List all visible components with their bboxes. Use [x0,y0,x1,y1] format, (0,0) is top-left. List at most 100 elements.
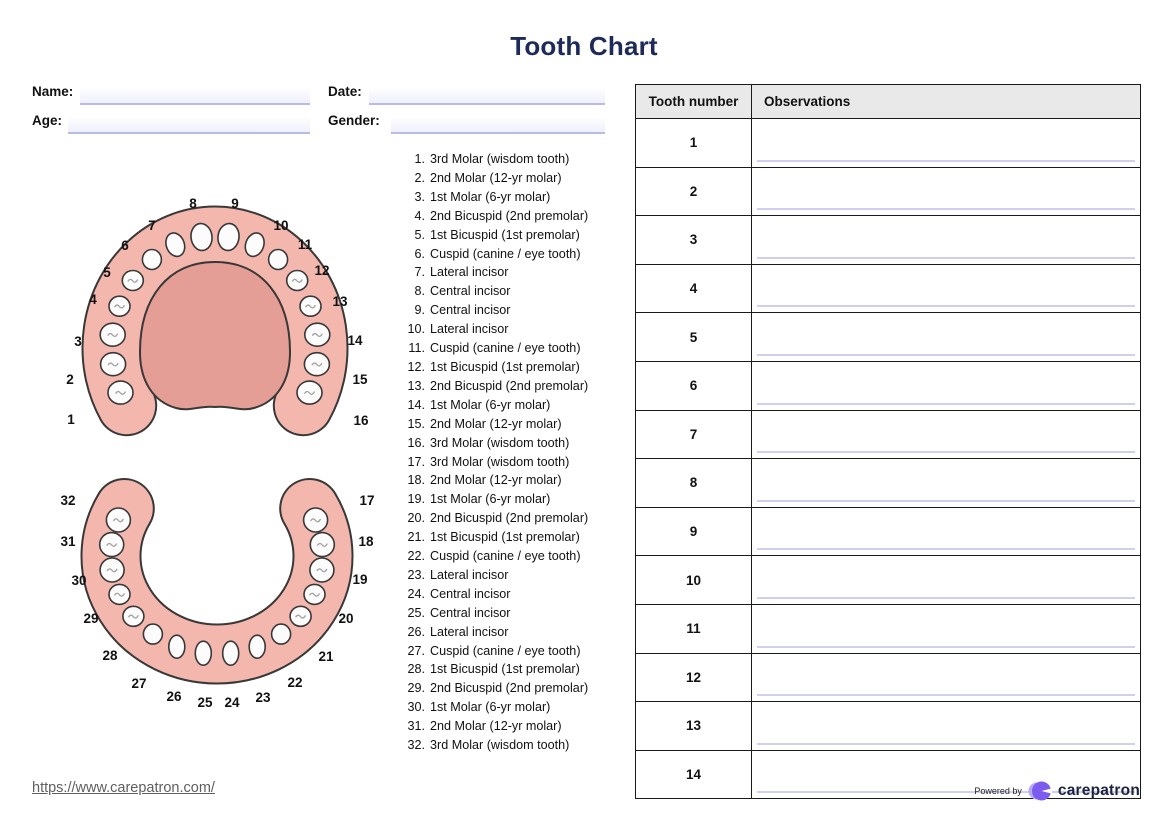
name-input-line[interactable] [80,84,310,105]
list-item: 22.Cuspid (canine / eye tooth) [393,547,625,566]
list-item: 9.Central incisor [393,301,625,320]
observation-cell[interactable] [751,701,1141,751]
observation-cell[interactable] [751,360,1141,411]
tooth-number-cell: 2 [635,166,752,217]
tooth-number-cell: 14 [635,749,752,800]
list-item-number: 2. [414,170,425,185]
list-item: 7.Lateral incisor [393,263,625,282]
tooth-label-11: 11 [298,237,313,252]
list-item-number: 24. [407,586,425,601]
gender-input-line[interactable] [391,113,605,134]
list-item-label: 2nd Bicuspid (2nd premolar) [430,378,589,393]
tooth-label-23: 23 [255,690,271,705]
list-item-label: 2nd Molar (12-yr molar) [430,719,562,734]
list-item-label: 2nd Bicuspid (2nd premolar) [430,208,589,223]
list-item-number: 14. [407,397,425,412]
carepatron-link[interactable]: https://www.carepatron.com/ [32,780,215,796]
list-item-number: 5. [414,227,425,242]
list-item-label: 1st Molar (6-yr molar) [430,700,551,715]
tooth-label-7: 7 [148,218,156,233]
palate [138,260,292,411]
observation-cell[interactable] [751,312,1141,362]
date-input-line[interactable] [369,84,605,105]
observation-cell[interactable] [751,652,1141,703]
observation-cell[interactable] [751,118,1141,168]
list-item-label: 3rd Molar (wisdom tooth) [430,454,570,469]
observation-cell[interactable] [751,555,1141,605]
list-item: 27.Cuspid (canine / eye tooth) [393,642,625,661]
tooth-number-cell: 12 [635,652,752,703]
list-item: 2. 2nd Molar (12-yr molar) [393,169,625,188]
tooth-label-21: 21 [318,649,334,664]
list-item-label: Cuspid (canine / eye tooth) [430,643,581,658]
list-item: 12.1st Bicuspid (1st premolar) [393,358,625,377]
tooth-27 [142,623,164,645]
list-item: 24.Central incisor [393,585,625,604]
list-item: 19.1st Molar (6-yr molar) [393,490,625,509]
list-item-label: Central incisor [430,303,511,318]
table-row: 4 [635,263,1141,314]
table-row: 13 [635,701,1141,751]
list-item: 15.2nd Molar (12-yr molar) [393,415,625,434]
list-item: 16.3rd Molar (wisdom tooth) [393,434,625,453]
age-input-line[interactable] [68,113,310,134]
table-header-row: Tooth number Observations [635,84,1141,119]
observation-cell[interactable] [751,603,1141,654]
list-item: 28.1st Bicuspid (1st premolar) [393,660,625,679]
tooth-label-13: 13 [332,294,348,309]
tooth-number-cell: 9 [635,506,752,557]
table-row: 1 [635,118,1141,168]
tooth-22 [270,623,292,645]
powered-by-label: Powered by [974,786,1022,796]
observation-cell[interactable] [751,215,1141,265]
tooth-label-9: 9 [231,196,239,211]
list-item-label: Cuspid (canine / eye tooth) [430,246,581,261]
list-item: 20.2nd Bicuspid (2nd premolar) [393,509,625,528]
name-label: Name: [32,84,74,99]
list-item: 21.1st Bicuspid (1st premolar) [393,528,625,547]
list-item-label: 1st Molar (6-yr molar) [430,397,551,412]
list-item-number: 20. [407,511,425,526]
tooth-diagram: 1 2 3 4 5 6 7 8 9 10 11 12 13 14 15 16 1… [60,196,374,710]
list-item: 14. 1st Molar (6-yr molar) [393,396,625,415]
list-item-label: Lateral incisor [430,567,509,582]
tooth-label-14: 14 [347,333,363,348]
observation-cell[interactable] [751,166,1141,217]
observation-cell[interactable] [751,409,1141,460]
list-item-number: 17. [407,454,425,469]
list-item-label: Central incisor [430,605,511,620]
tooth-label-26: 26 [166,689,182,704]
list-item-number: 28. [407,662,425,677]
tooth-label-4: 4 [89,292,97,307]
tooth-label-2: 2 [66,372,74,387]
list-item: 3.1st Molar (6-yr molar) [393,188,625,207]
list-item-label: Cuspid (canine / eye tooth) [430,549,581,564]
tooth-label-32: 32 [60,493,75,508]
list-item-label: Lateral incisor [430,624,509,639]
table-row: 8 [635,458,1141,508]
powered-by-block: Powered by carepatron [974,779,1140,803]
tooth-24 [221,640,240,667]
tooth-number-cell: 6 [635,360,752,411]
tooth-label-17: 17 [359,493,374,508]
list-item-number: 21. [407,530,425,545]
list-item: 4.2nd Bicuspid (2nd premolar) [393,207,625,226]
tooth-number-cell: 5 [635,312,752,362]
table-header-tooth-number: Tooth number [635,84,752,119]
list-item-number: 3. [414,189,425,204]
carepatron-logo-icon [1028,781,1052,801]
observation-cell[interactable] [751,506,1141,557]
list-item-label: 2nd Molar (12-yr molar) [430,170,562,185]
list-item-number: 11. [408,341,425,356]
tooth-number-cell: 11 [635,603,752,654]
observation-cell[interactable] [751,458,1141,508]
list-item-number: 29. [407,681,425,696]
observation-cell[interactable] [751,263,1141,314]
tooth-label-28: 28 [102,648,118,663]
observation-cell[interactable] [751,749,1141,800]
tooth-label-31: 31 [60,534,76,549]
tooth-number-cell: 4 [635,263,752,314]
list-item-label: Lateral incisor [430,322,509,337]
tooth-label-10: 10 [273,218,288,233]
